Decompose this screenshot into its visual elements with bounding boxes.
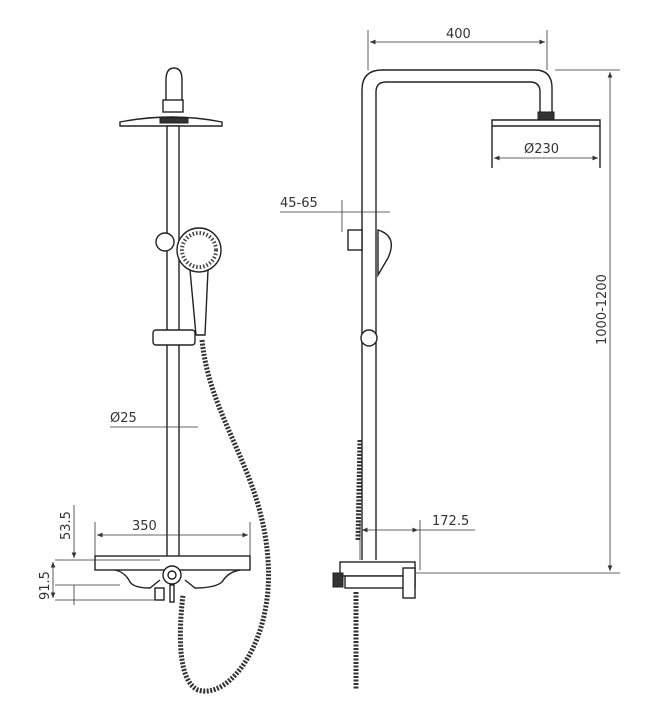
hand-shower-side bbox=[377, 229, 392, 278]
wall-distance-label: 45-65 bbox=[280, 196, 318, 211]
rain-shower-head-side bbox=[491, 119, 601, 127]
front-view: Ø25 350 53.5 91.5 bbox=[38, 67, 272, 694]
inlet-left bbox=[154, 587, 165, 601]
slider-bracket bbox=[152, 329, 196, 346]
spout bbox=[169, 584, 175, 603]
wall-mount bbox=[332, 572, 344, 588]
hand-shower-holder bbox=[155, 232, 175, 252]
head-joint bbox=[537, 111, 555, 121]
mixer-body-front bbox=[114, 569, 241, 589]
riser-pipe-front bbox=[166, 125, 180, 581]
top-bend-pipe bbox=[165, 67, 183, 110]
spray-nozzles bbox=[180, 231, 218, 269]
head-nut bbox=[159, 117, 189, 124]
holder-side bbox=[347, 229, 363, 251]
pipe-diameter-label: Ø25 bbox=[110, 411, 137, 426]
knob-side bbox=[402, 567, 416, 599]
extension-line bbox=[491, 126, 601, 168]
diverter-knob-center bbox=[167, 570, 177, 580]
shelf-depth-label: 172.5 bbox=[432, 514, 469, 529]
head-connector bbox=[162, 99, 184, 113]
mixer-height-label: 91.5 bbox=[38, 571, 53, 600]
shower-arm bbox=[361, 69, 553, 560]
shower-hose-front bbox=[177, 339, 272, 694]
shelf-offset-label: 53.5 bbox=[59, 511, 74, 540]
head-diameter-label: Ø230 bbox=[524, 142, 559, 157]
shelf-width-label: 350 bbox=[132, 519, 157, 534]
slider-side bbox=[360, 329, 378, 347]
side-view: Ø230 400 45-65 1000-1200 172.5 bbox=[280, 27, 620, 690]
shower-hose-side bbox=[355, 439, 363, 541]
hand-shower-handle bbox=[189, 269, 209, 336]
arm-length-label: 400 bbox=[446, 27, 471, 42]
height-range-label: 1000-1200 bbox=[595, 274, 610, 345]
